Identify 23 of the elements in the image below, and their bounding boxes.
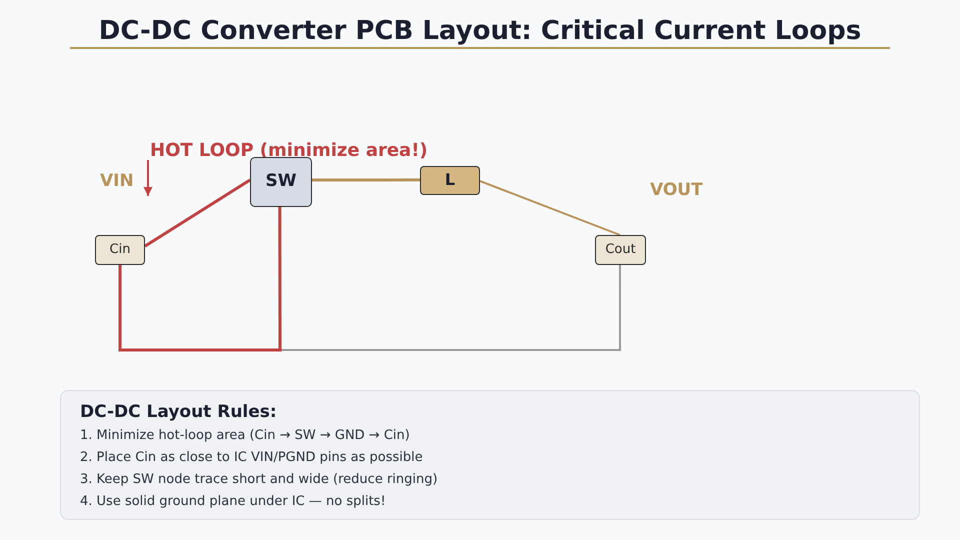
pcb-trace xyxy=(118,207,282,352)
rule-item: 3. Keep SW node trace short and wide (reduce ringing) xyxy=(80,472,438,487)
inductor-box xyxy=(420,166,480,195)
component-box xyxy=(595,235,646,265)
component-box xyxy=(95,235,145,265)
pcb-trace xyxy=(312,178,420,182)
panel-heading: DC-DC Layout Rules: xyxy=(80,402,277,422)
pointer-arrow xyxy=(144,160,152,196)
pcb-trace xyxy=(480,180,620,236)
component-label: Cin xyxy=(110,242,130,258)
rules-panel xyxy=(60,390,920,520)
rule-item: 4. Use solid ground plane under IC — no splits! xyxy=(80,494,386,509)
rule-item: 2. Place Cin as close to IC VIN/PGND pins as possible xyxy=(80,450,423,465)
diagram-title: DC-DC Converter PCB Layout: Critical Current Loops xyxy=(98,15,862,47)
component-label: SW xyxy=(266,172,296,192)
component-label: L xyxy=(444,171,456,190)
pcb-trace xyxy=(144,178,251,248)
net-label: VIN xyxy=(100,171,134,191)
switch-node-box xyxy=(250,157,312,207)
component-label: Cout xyxy=(605,242,636,258)
rule-item: 1. Minimize hot-loop area (Cin → SW → GND → Cin) xyxy=(80,428,410,443)
net-label: VOUT xyxy=(650,180,703,200)
annotation-label: HOT LOOP (minimize area!) xyxy=(146,141,432,160)
